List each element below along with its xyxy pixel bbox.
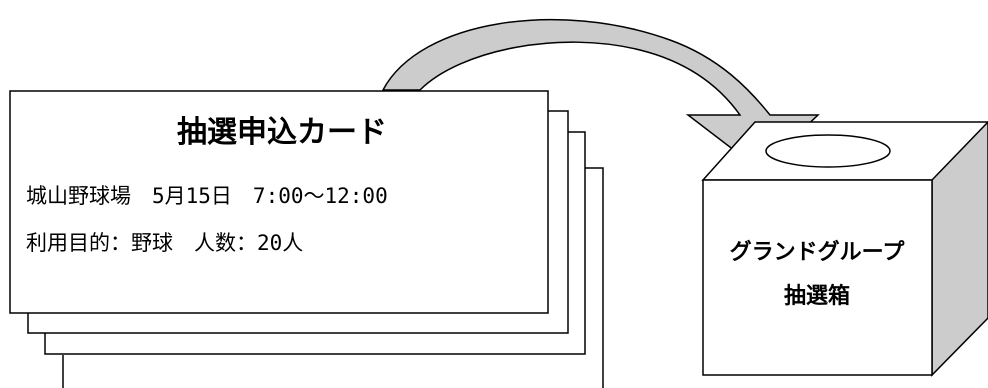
- card-stack: 抽選申込カード 城山野球場 5月15日 7:00～12:00 利用目的：野球 人…: [9, 90, 604, 388]
- box-label-2: 抽選箱: [784, 283, 850, 309]
- card-front: [9, 90, 549, 314]
- card-title: 抽選申込カード: [177, 115, 387, 150]
- box-front: [702, 179, 933, 376]
- box-label-1: グランドグループ: [730, 239, 906, 265]
- card-line-1: 城山野球場 5月15日 7:00～12:00: [26, 184, 388, 208]
- box-slot: [765, 134, 891, 168]
- card-line-2: 利用目的：野球 人数：20人: [26, 231, 303, 255]
- ballot-box: グランドグループ 抽選箱: [701, 120, 988, 377]
